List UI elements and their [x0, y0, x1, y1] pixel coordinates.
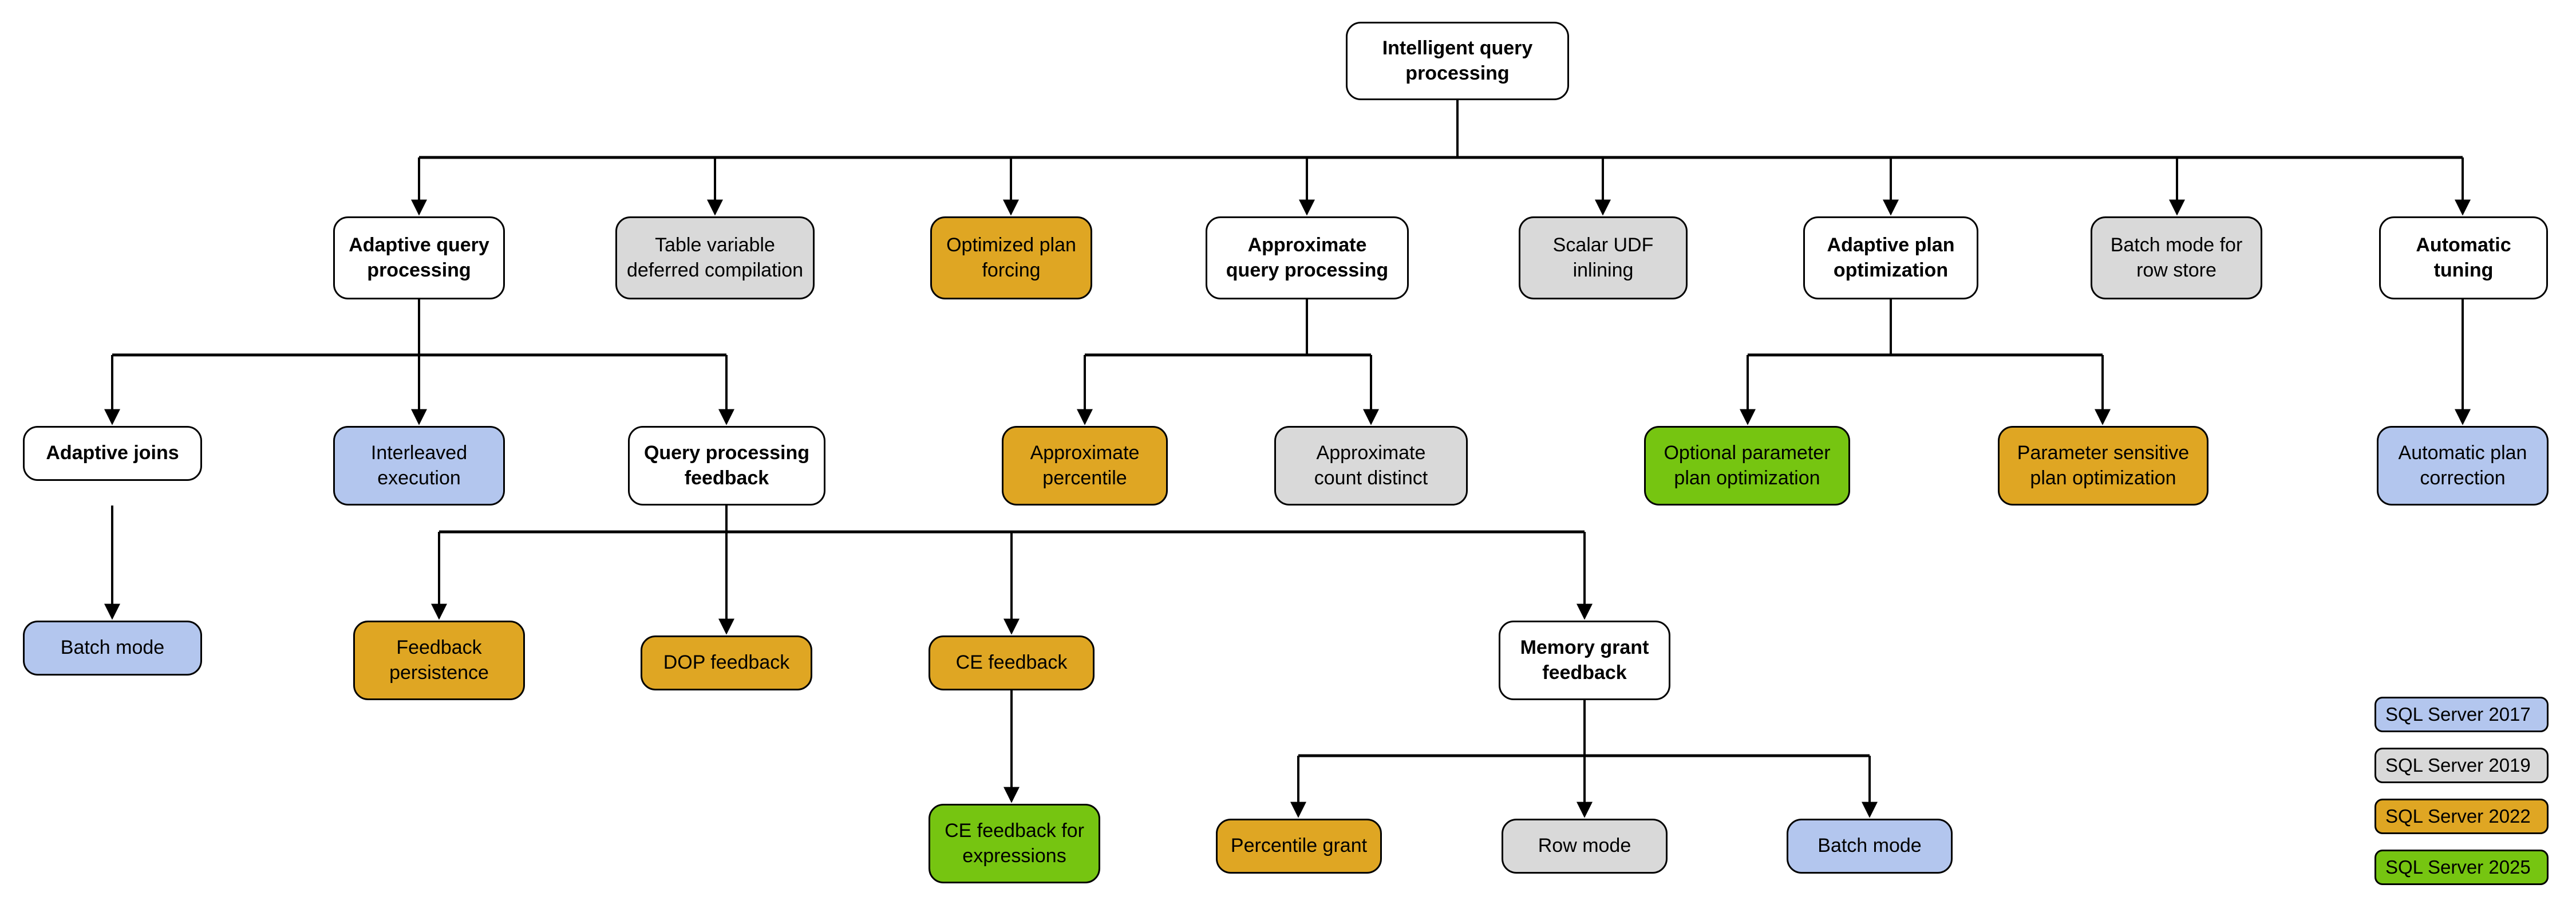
node-approximate-percentile[interactable]: Approximate percentile — [1002, 426, 1168, 506]
node-automatic-plan-correction[interactable]: Automatic plan correction — [2377, 426, 2549, 506]
node-adaptive-query-processing[interactable]: Adaptive query processing — [333, 216, 505, 299]
node-adaptive-joins[interactable]: Adaptive joins — [23, 426, 202, 481]
node-memory-grant-feedback[interactable]: Memory grant feedback — [1499, 621, 1670, 700]
node-scalar-udf-inlining[interactable]: Scalar UDF inlining — [1519, 216, 1688, 299]
node-automatic-tuning[interactable]: Automatic tuning — [2379, 216, 2548, 299]
node-interleaved-execution[interactable]: Interleaved execution — [333, 426, 505, 506]
node-optional-parameter-plan-optimization[interactable]: Optional parameter plan optimization — [1644, 426, 1850, 506]
legend-item-sql-server-2017[interactable]: SQL Server 2017 — [2374, 697, 2549, 732]
node-row-mode[interactable]: Row mode — [1502, 819, 1668, 874]
node-percentile-grant[interactable]: Percentile grant — [1216, 819, 1382, 874]
node-optimized-plan-forcing[interactable]: Optimized plan forcing — [930, 216, 1092, 299]
node-intelligent-query-processing[interactable]: Intelligent query processing — [1346, 22, 1569, 100]
node-feedback-persistence[interactable]: Feedback persistence — [353, 621, 525, 700]
node-query-processing-feedback[interactable]: Query processing feedback — [628, 426, 825, 506]
node-ce-feedback[interactable]: CE feedback — [929, 635, 1095, 690]
legend-item-sql-server-2022[interactable]: SQL Server 2022 — [2374, 799, 2549, 834]
node-approximate-count-distinct[interactable]: Approximate count distinct — [1274, 426, 1468, 506]
node-dop-feedback[interactable]: DOP feedback — [641, 635, 812, 690]
node-adaptive-plan-optimization[interactable]: Adaptive plan optimization — [1803, 216, 1978, 299]
node-batch-mode-for-row-store[interactable]: Batch mode for row store — [2091, 216, 2262, 299]
node-batch-mode-adaptive-joins[interactable]: Batch mode — [23, 621, 202, 676]
legend-item-sql-server-2025[interactable]: SQL Server 2025 — [2374, 850, 2549, 885]
node-table-variable-deferred-compilation[interactable]: Table variable deferred compilation — [615, 216, 815, 299]
node-approximate-query-processing[interactable]: Approximate query processing — [1206, 216, 1409, 299]
node-batch-mode-memory-grant[interactable]: Batch mode — [1787, 819, 1953, 874]
node-ce-feedback-for-expressions[interactable]: CE feedback for expressions — [929, 804, 1100, 883]
node-parameter-sensitive-plan-optimization[interactable]: Parameter sensitive plan optimization — [1998, 426, 2208, 506]
legend-item-sql-server-2019[interactable]: SQL Server 2019 — [2374, 748, 2549, 783]
